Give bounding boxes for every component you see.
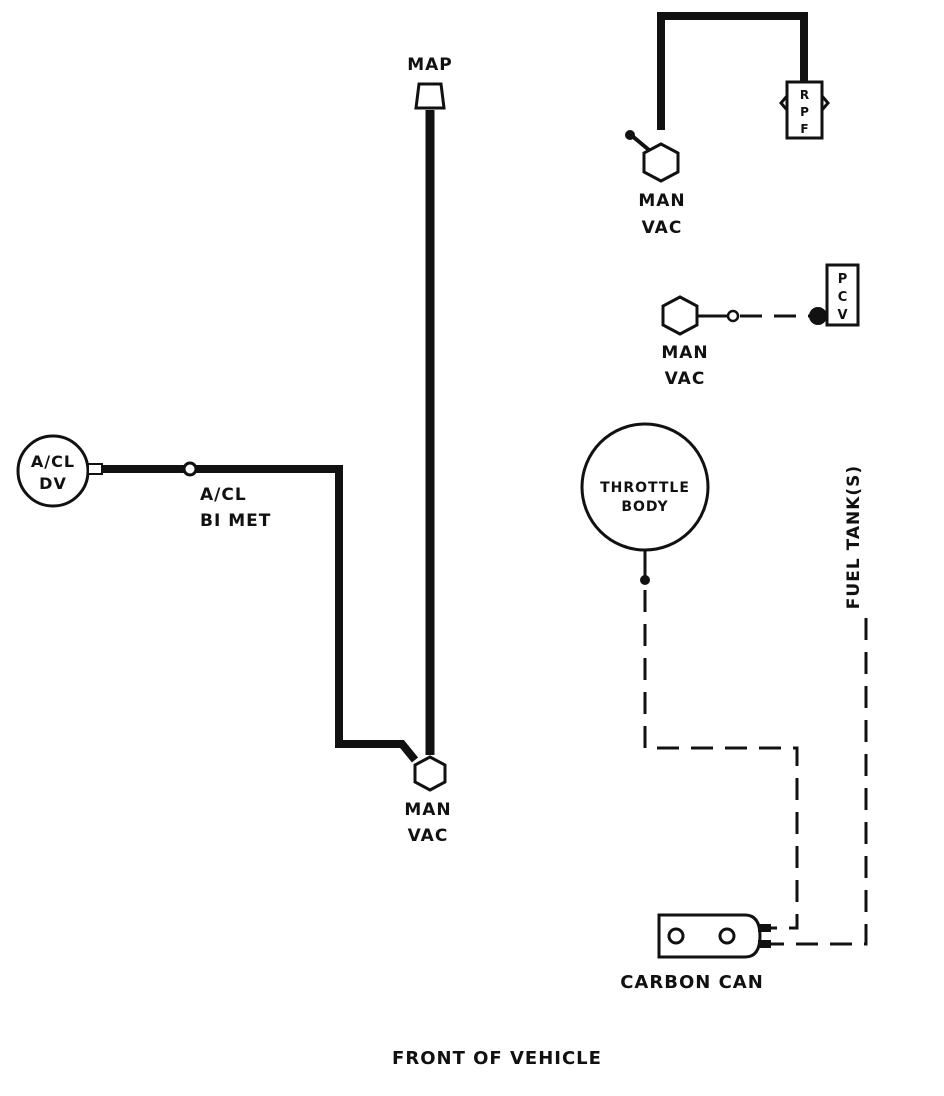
fuel-tank-vent-hose: [770, 618, 868, 946]
throttle-body-label-1: THROTTLE: [600, 480, 690, 496]
acl-bimet-hose: [102, 465, 419, 763]
acl-bimet-label-2: BI MET: [200, 511, 271, 531]
throttle-body: THROTTLE BODY: [580, 422, 710, 552]
man-vac-lower-label-1: MAN: [404, 800, 451, 820]
throttle-body-port-tip: [640, 575, 650, 585]
map-label: MAP: [407, 55, 453, 75]
acl-dv-label-1: A/CL: [31, 452, 75, 471]
pcv-label-3: V: [837, 308, 848, 323]
fpr-label-3: F: [800, 122, 809, 136]
man-vac-middle-label-1: MAN: [661, 343, 708, 363]
pcv-connector: [726, 309, 740, 323]
pcv-valve: P C V: [809, 263, 860, 327]
man-vac-lower-label-2: VAC: [408, 826, 449, 846]
fpr-label-2: P: [800, 105, 810, 119]
acl-bimet-label-1: A/CL: [200, 485, 247, 505]
acl-dv-valve: A/CL DV: [16, 434, 90, 508]
fuel-pressure-regulator: R P F: [779, 80, 830, 140]
pcv-label-1: P: [838, 272, 849, 287]
manifold-vacuum-port-upper: MAN VAC: [638, 142, 685, 238]
carbon-canister: CARBON CAN: [620, 913, 771, 993]
pcv-label-2: C: [838, 290, 849, 305]
fpr-hose: [657, 12, 808, 130]
manifold-vacuum-port-lower: MAN VAC: [404, 755, 451, 846]
acl-dv-label-2: DV: [39, 474, 67, 493]
fpr-label-1: R: [800, 88, 810, 102]
man-vac-upper-label-1: MAN: [638, 191, 685, 211]
manifold-vacuum-port-middle: MAN VAC: [661, 295, 708, 389]
canister-purge-hose: [643, 590, 799, 930]
acl-dv-nipple: [87, 463, 103, 475]
upper-port-cap: [625, 130, 635, 140]
man-vac-middle-label-2: VAC: [665, 369, 706, 389]
front-of-vehicle-label: FRONT OF VEHICLE: [392, 1048, 602, 1069]
acl-bimet-sensor: [182, 461, 198, 477]
man-vac-upper-label-2: VAC: [642, 218, 683, 238]
map-sensor: MAP: [407, 55, 453, 110]
throttle-body-label-2: BODY: [621, 499, 668, 515]
fuel-tank-label: FUEL TANK(S): [844, 465, 864, 609]
carbon-can-label: CARBON CAN: [620, 972, 764, 993]
